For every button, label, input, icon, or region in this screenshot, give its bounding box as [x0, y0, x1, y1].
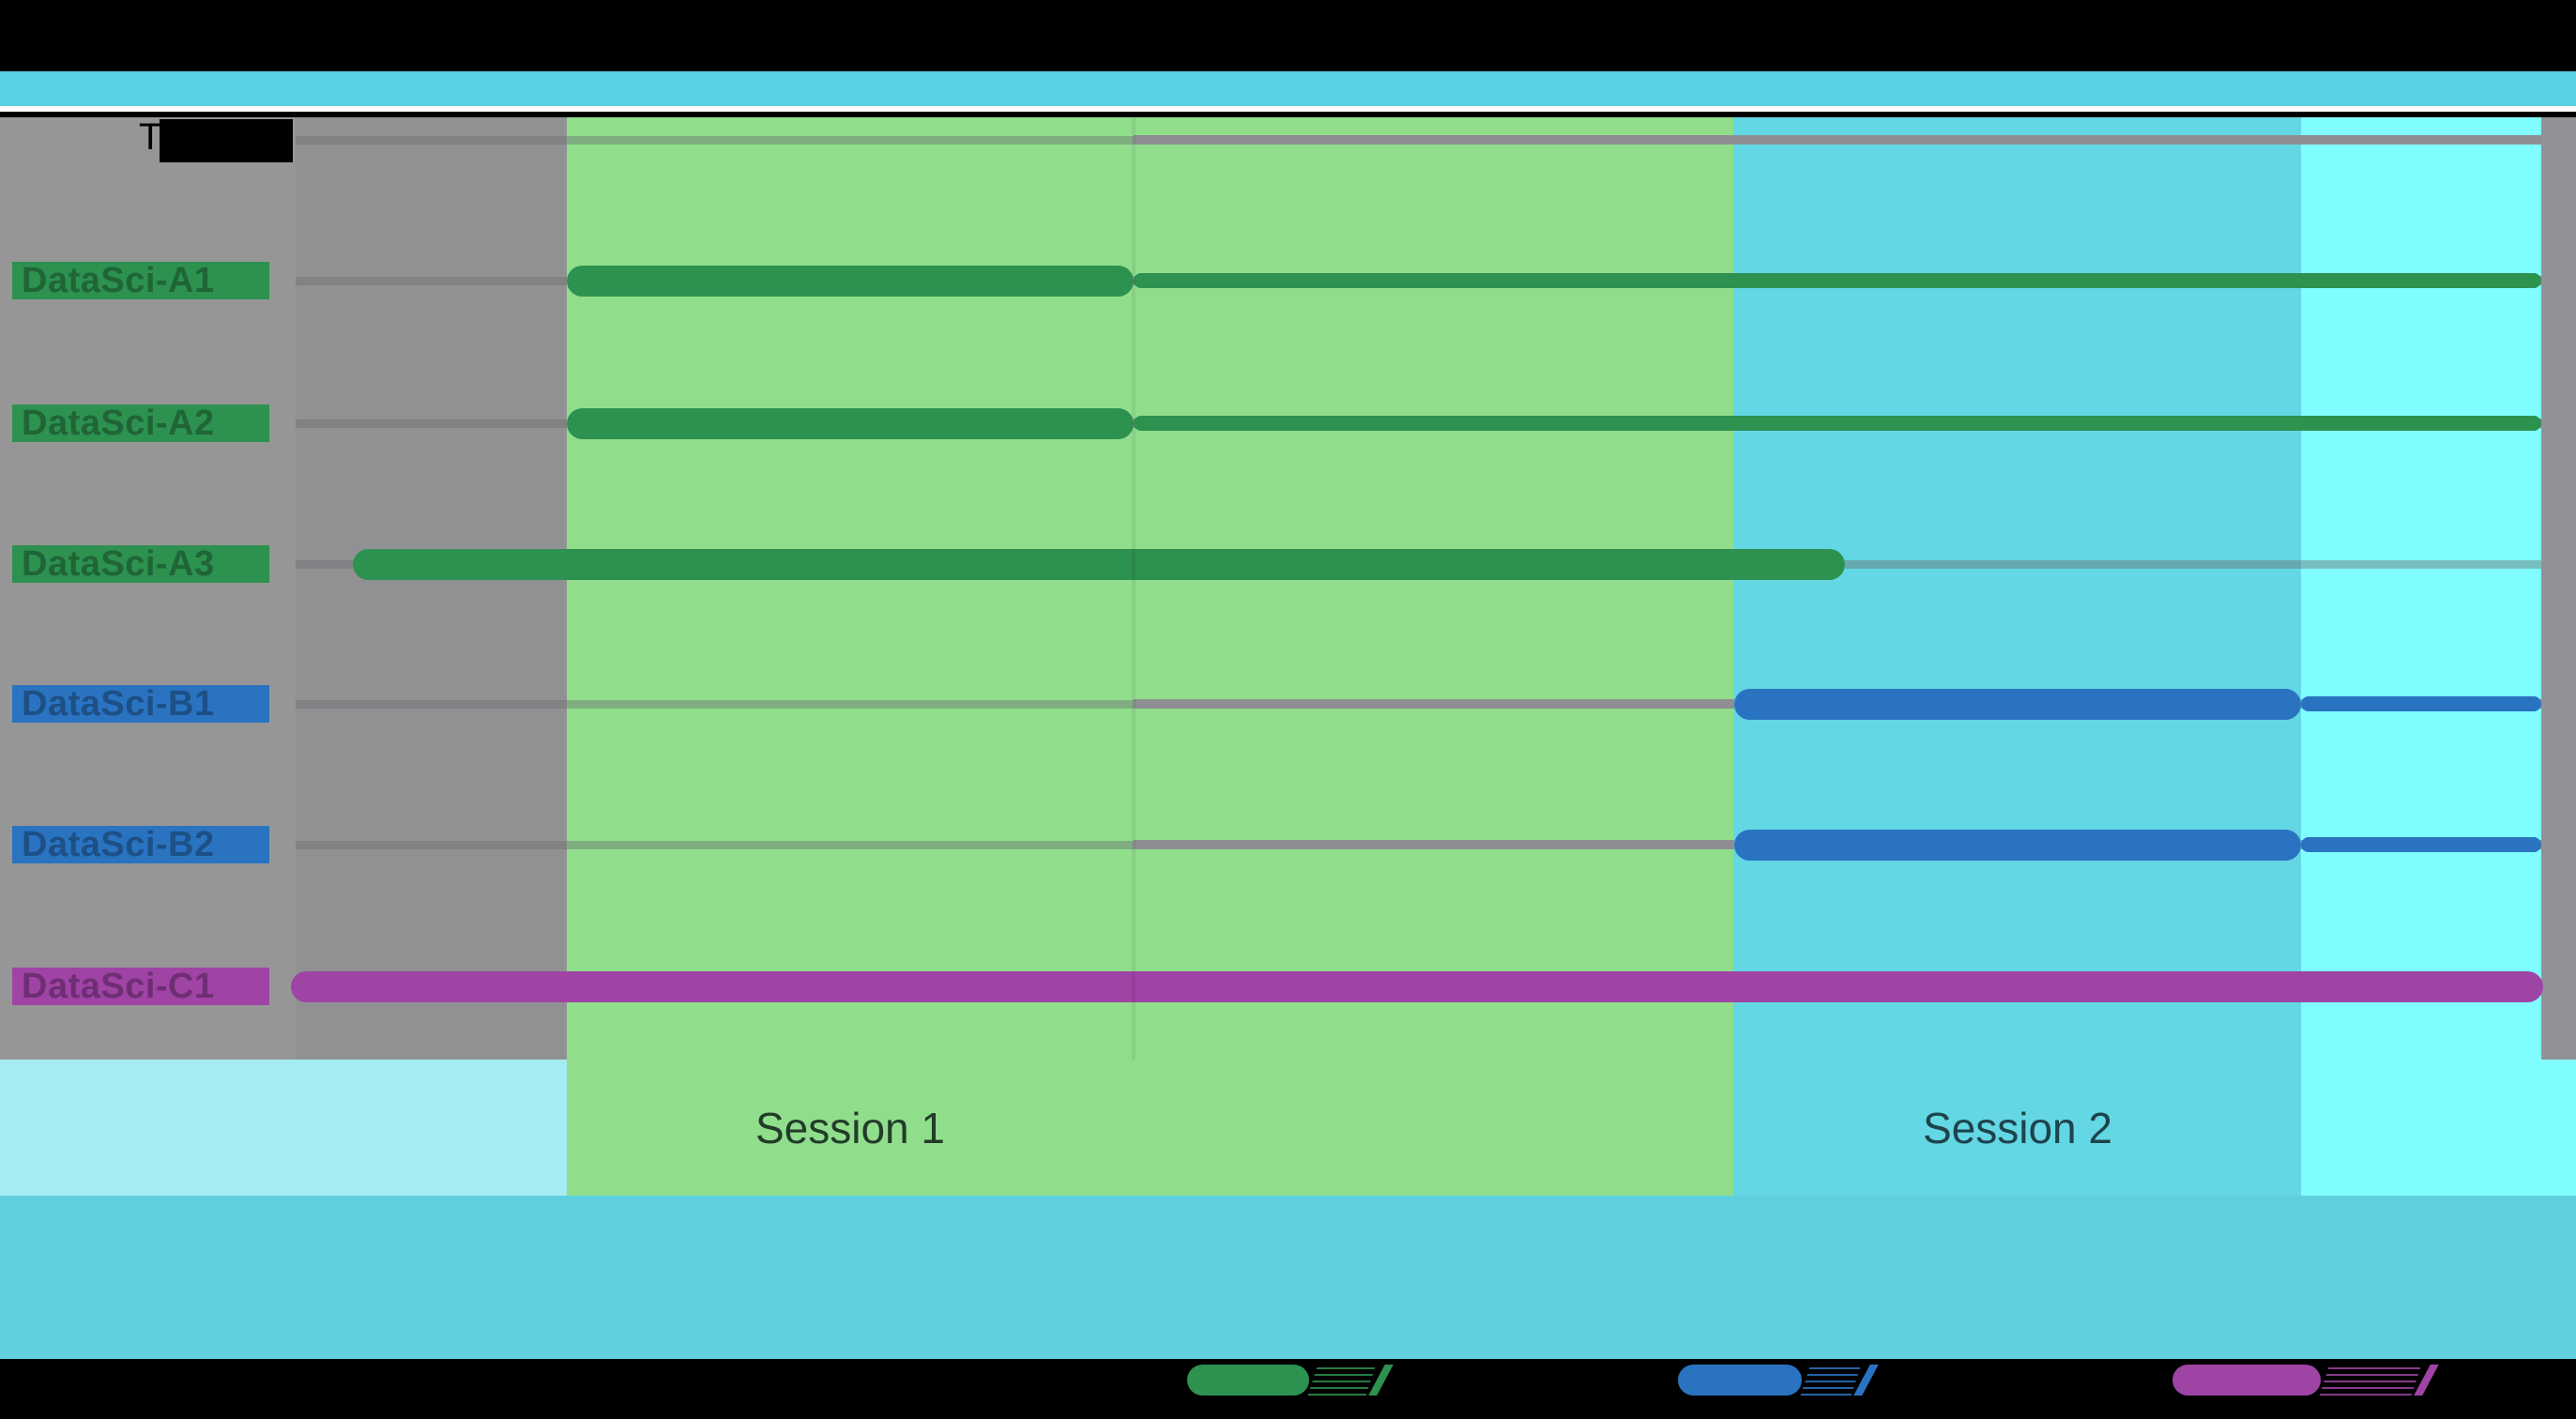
header-gridline-solid [1134, 135, 2541, 145]
task-bar-green [567, 407, 1134, 439]
task-bar-green [353, 548, 1845, 580]
legend-swatch-purple [2172, 1365, 2321, 1396]
bottom-letterbox-band [0, 1359, 2576, 1419]
row-gridline-solid [1134, 699, 1734, 709]
row-label: DataSci-A2 [12, 404, 269, 442]
session1-band [567, 117, 1733, 1060]
task-continuation-line [2301, 696, 2541, 711]
time-axis-title-redaction-box [160, 119, 293, 162]
strip-left [0, 1060, 567, 1196]
session-label: Session 1 [755, 1103, 946, 1152]
task-continuation-line [2301, 837, 2541, 852]
top-cyan-strip [0, 71, 2576, 112]
task-bar-blue [1734, 688, 2301, 720]
task-bar-purple [291, 970, 2543, 1002]
row-label: DataSci-B2 [12, 826, 269, 863]
post-session-zone [2301, 117, 2541, 1060]
row-gridline-light [296, 559, 353, 569]
legend-swatch-blue [1678, 1365, 1802, 1396]
legend-label-redacted-purple [2319, 1365, 2422, 1396]
task-bar-blue [1734, 829, 2301, 861]
row-gridline-light [1845, 559, 2541, 569]
right-gray-column [2541, 117, 2576, 1060]
chart-top-border [0, 106, 2576, 112]
session-label-strip: Session 1 Session 2 [0, 1060, 2576, 1196]
pre-session-zone [296, 117, 567, 1060]
task-bar-green [567, 265, 1134, 297]
row-gridline-light [296, 699, 1134, 709]
bottom-cyan-band [0, 1196, 2576, 1359]
row-gridline-light [296, 276, 567, 285]
strip-session2: Session 2 [1733, 1060, 2301, 1196]
task-continuation-line [1134, 416, 2541, 431]
task-continuation-line [1134, 273, 2541, 288]
row-label: DataSci-A3 [12, 545, 269, 583]
session-label: Session 2 [1922, 1103, 2113, 1152]
row-label: DataSci-B1 [12, 685, 269, 723]
legend-label-redacted-green [1307, 1365, 1377, 1396]
legend-label-redacted-blue [1800, 1365, 1862, 1396]
label-gutter [0, 117, 296, 1060]
row-gridline-light [296, 840, 1134, 849]
top-letterbox-band [0, 0, 2576, 71]
session1-midpoint-seam [1132, 117, 1136, 1060]
row-gridline-light [296, 419, 567, 428]
row-label: DataSci-C1 [12, 968, 269, 1005]
strip-session1: Session 1 [567, 1060, 1733, 1196]
session2-band [1733, 117, 2301, 1060]
row-label: DataSci-A1 [12, 262, 269, 299]
legend-swatch-green [1187, 1365, 1309, 1396]
strip-right [2301, 1060, 2576, 1196]
header-gridline-light [296, 135, 1134, 145]
row-gridline-solid [1134, 840, 1734, 849]
